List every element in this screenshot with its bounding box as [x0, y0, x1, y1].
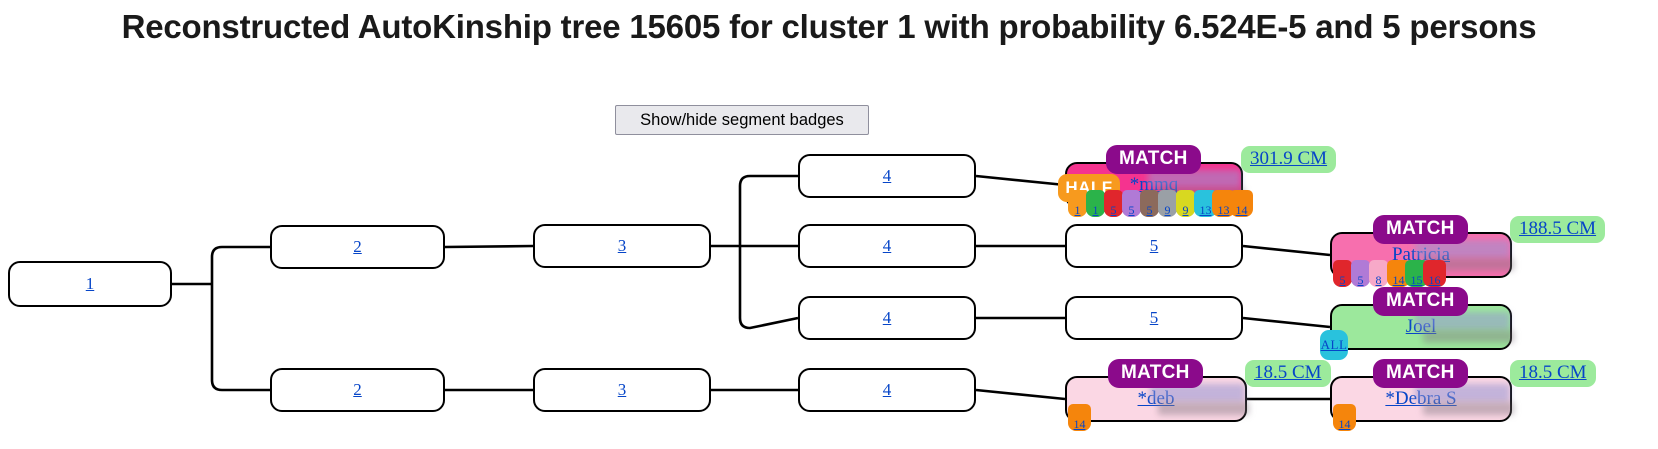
segment-badge[interactable]: 14	[1387, 260, 1410, 287]
match-badge[interactable]: MATCH	[1108, 359, 1203, 388]
segment-badge[interactable]: 14	[1068, 404, 1091, 431]
segment-badge-number[interactable]: 14	[1235, 203, 1248, 217]
shared-cm-value[interactable]: 18.5 CM	[1519, 362, 1587, 383]
shared-cm-value[interactable]: 188.5 CM	[1519, 218, 1597, 239]
shared-cm-badge[interactable]: 301.9 CM	[1241, 146, 1337, 173]
match-badge[interactable]: MATCH	[1373, 287, 1468, 316]
segment-badge[interactable]: 1	[1068, 190, 1087, 217]
segment-badge-number[interactable]: 14	[1392, 273, 1405, 287]
segment-badge[interactable]: 5	[1140, 190, 1159, 217]
match-badge[interactable]: MATCH	[1373, 359, 1468, 388]
person-name-link[interactable]: Joel	[1405, 316, 1437, 337]
segment-badge[interactable]: 13	[1194, 190, 1217, 217]
tree-node-label[interactable]: 4	[882, 236, 892, 255]
segment-badge-number[interactable]: 14	[1073, 417, 1086, 431]
tree-node-label[interactable]: 2	[353, 237, 362, 256]
segment-badge-number[interactable]: 9	[1164, 203, 1171, 217]
tree-node-gen4[interactable]: 4	[798, 368, 976, 412]
segment-badge[interactable]: 5	[1104, 190, 1123, 217]
segment-badge-number[interactable]: 13	[1199, 203, 1212, 217]
segment-badge-number[interactable]: 5	[1146, 203, 1153, 217]
tree-node-label[interactable]: 2	[353, 380, 362, 399]
person-name-link[interactable]: *Debra S	[1385, 388, 1457, 409]
segment-badge-number[interactable]: 9	[1182, 203, 1189, 217]
segment-badge[interactable]: 5	[1351, 260, 1370, 287]
segment-badge-number[interactable]: 8	[1375, 273, 1382, 287]
shared-cm-badge[interactable]: 18.5 CM	[1245, 360, 1331, 387]
all-segments-label[interactable]: ALL	[1320, 337, 1348, 352]
page-title: Reconstructed AutoKinship tree 15605 for…	[121, 8, 1537, 45]
shared-cm-badge[interactable]: 18.5 CM	[1510, 360, 1596, 387]
tree-node-label[interactable]: 5	[1149, 308, 1159, 327]
segment-badge-number[interactable]: 15	[1410, 273, 1423, 287]
shared-cm-value[interactable]: 18.5 CM	[1254, 362, 1322, 383]
segment-badge[interactable]: 14	[1333, 404, 1356, 431]
match-badge[interactable]: MATCH	[1373, 215, 1468, 244]
segment-badge[interactable]: 9	[1158, 190, 1177, 217]
segment-badge[interactable]: 5	[1333, 260, 1352, 287]
segment-badge[interactable]: 13	[1212, 190, 1235, 217]
segment-badge-number[interactable]: 14	[1338, 417, 1351, 431]
tree-node-label[interactable]: 1	[85, 274, 95, 293]
shared-cm-value[interactable]: 301.9 CM	[1250, 148, 1328, 169]
segment-badge[interactable]: 5	[1122, 190, 1141, 217]
segment-badge[interactable]: 15	[1405, 260, 1428, 287]
segment-badge[interactable]: 16	[1423, 260, 1446, 287]
segment-badge-number[interactable]: 1	[1074, 203, 1081, 217]
segment-badge[interactable]: 8	[1369, 260, 1388, 287]
show-hide-segment-badges-button[interactable]: Show/hide segment badges	[615, 105, 869, 135]
tree-node-gen5[interactable]: 5	[1065, 224, 1243, 268]
tree-node-gen2[interactable]: 2	[270, 368, 445, 412]
segment-badge-number[interactable]: 5	[1357, 273, 1364, 287]
tree-node-gen3[interactable]: 3	[533, 224, 711, 268]
segment-badge-number[interactable]: 13	[1217, 203, 1230, 217]
tree-node-label[interactable]: 5	[1149, 236, 1159, 255]
segment-badge[interactable]: 1	[1086, 190, 1105, 217]
tree-node-gen1[interactable]: 1	[8, 261, 172, 307]
segment-badge-number[interactable]: 16	[1428, 273, 1441, 287]
segment-badge[interactable]: 14	[1230, 190, 1253, 217]
match-badge[interactable]: MATCH	[1106, 145, 1201, 174]
tree-node-gen2[interactable]: 2	[270, 225, 445, 269]
tree-node-label[interactable]: 3	[617, 380, 627, 399]
tree-node-label[interactable]: 4	[882, 308, 892, 327]
tree-node-gen4[interactable]: 4	[798, 154, 976, 198]
shared-cm-badge[interactable]: 188.5 CM	[1510, 216, 1606, 243]
tree-node-label[interactable]: 3	[617, 236, 627, 255]
segment-badge-number[interactable]: 5	[1128, 203, 1135, 217]
tree-node-label[interactable]: 4	[882, 380, 892, 399]
tree-node-gen5[interactable]: 5	[1065, 296, 1243, 340]
segment-badge-number[interactable]: 1	[1092, 203, 1099, 217]
segment-badge-number[interactable]: 5	[1339, 273, 1346, 287]
all-segments-chip[interactable]: ALL	[1320, 330, 1348, 360]
person-name-link[interactable]: *deb	[1137, 388, 1175, 409]
segment-badge-number[interactable]: 5	[1110, 203, 1117, 217]
tree-node-gen4[interactable]: 4	[798, 224, 976, 268]
tree-node-gen3[interactable]: 3	[533, 368, 711, 412]
tree-node-label[interactable]: 4	[882, 166, 892, 185]
segment-badge[interactable]: 9	[1176, 190, 1195, 217]
tree-node-gen4[interactable]: 4	[798, 296, 976, 340]
